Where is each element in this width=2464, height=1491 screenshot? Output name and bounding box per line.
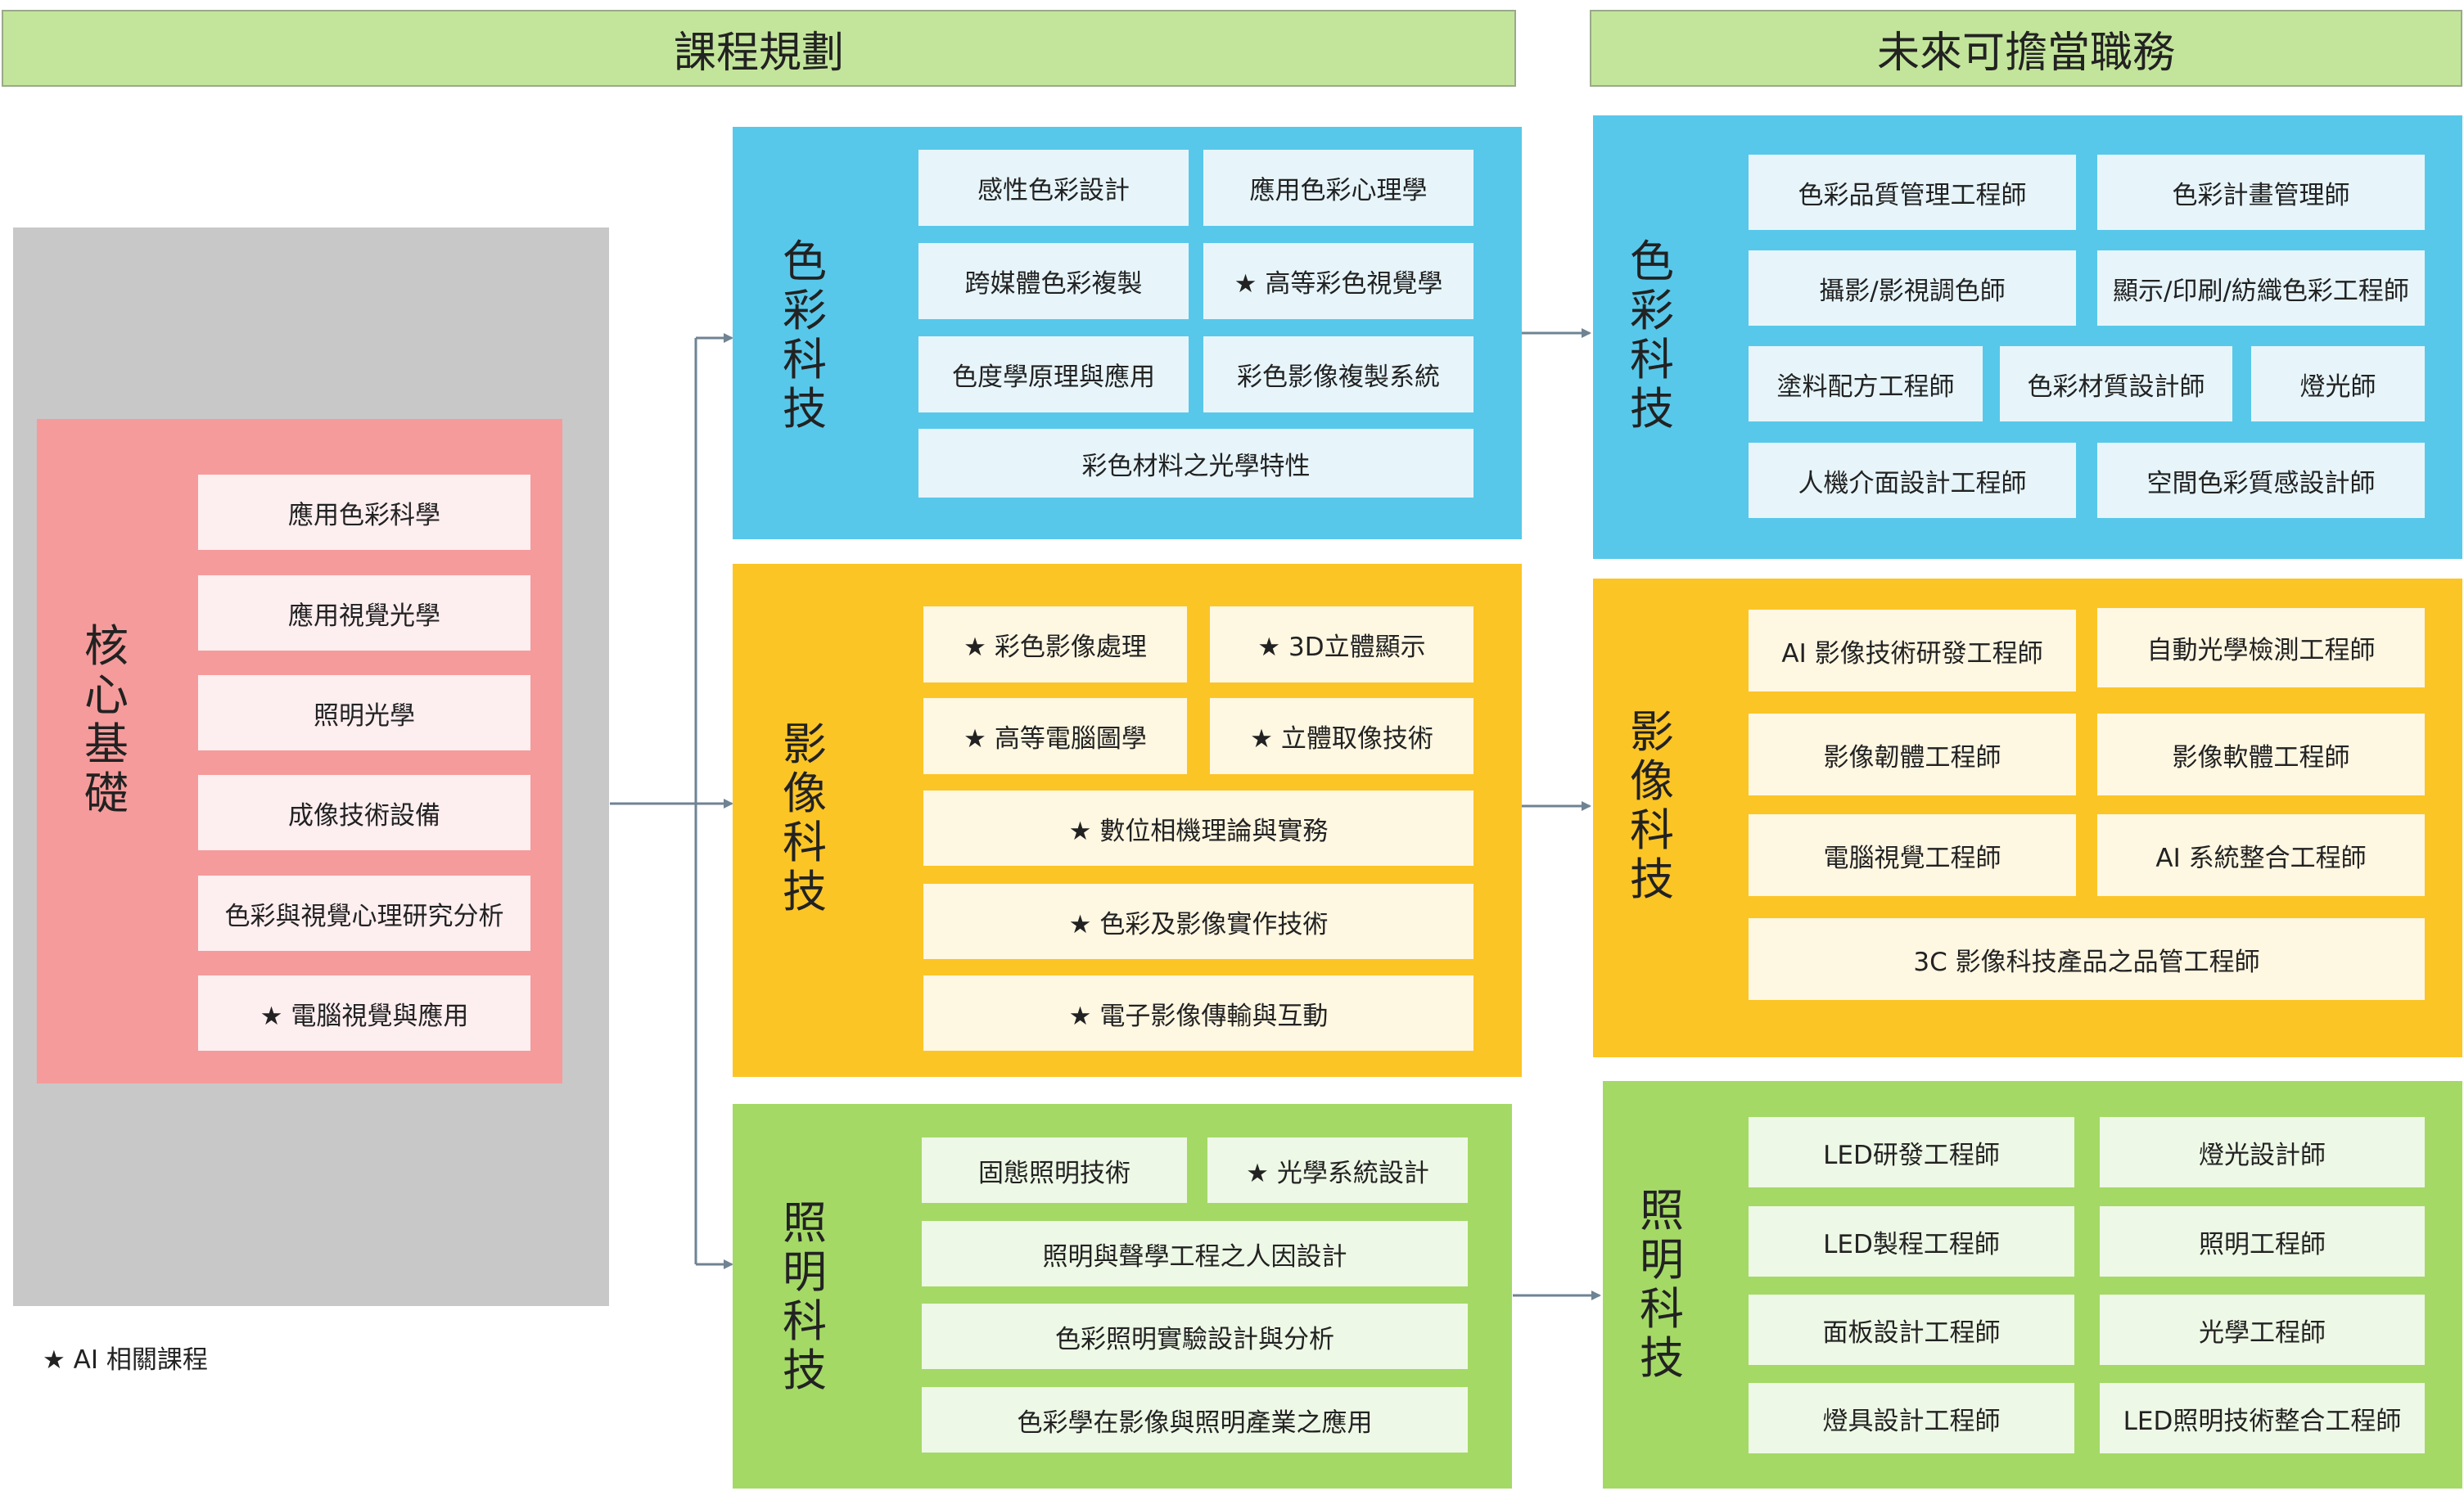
color-course: 彩色材料之光學特性 [918,429,1473,498]
imaging-course: ★ 電子影像傳輸與互動 [923,975,1473,1051]
imaging-career: 3C 影像科技產品之品管工程師 [1749,918,2425,1000]
imaging-tech-title: 影像科技 [783,718,827,917]
color-course: 彩色影像複製系統 [1203,336,1473,412]
color-course: 感性色彩設計 [918,150,1189,226]
lighting-course: 色彩學在影像與照明產業之應用 [922,1387,1468,1453]
imaging-course: ★ 3D立體顯示 [1210,606,1473,682]
careers-header: 未來可擔當職務 [1590,10,2462,87]
core-course: 成像技術設備 [198,775,530,850]
lighting-tech-title: 照明科技 [783,1197,827,1396]
imaging-careers-title: 影像科技 [1630,706,1674,905]
ai-course-legend: ★ AI 相關課程 [43,1345,208,1375]
imaging-career: 自動光學檢測工程師 [2097,608,2425,687]
lighting-career: 面板設計工程師 [1749,1295,2074,1365]
curriculum-header-text: 課程規劃 [673,28,844,78]
lighting-career: 燈光設計師 [2100,1117,2425,1187]
lighting-career: LED研發工程師 [1749,1117,2074,1187]
careers-header-text: 未來可擔當職務 [1876,28,2175,78]
lighting-course: ★ 光學系統設計 [1207,1137,1468,1203]
color-career: 色彩計畫管理師 [2097,155,2425,230]
lighting-career: 燈具設計工程師 [1749,1383,2074,1453]
color-career: 色彩品質管理工程師 [1749,155,2076,230]
color-tech-title: 色彩科技 [783,236,827,435]
color-career: 顯示/印刷/紡織色彩工程師 [2097,250,2425,326]
core-course: 照明光學 [198,675,530,750]
color-course: ★ 高等彩色視覺學 [1203,243,1473,319]
lighting-career: 光學工程師 [2100,1295,2425,1365]
color-course: 跨媒體色彩複製 [918,243,1189,319]
imaging-course: ★ 高等電腦圖學 [923,698,1187,774]
color-career: 空間色彩質感設計師 [2097,443,2425,518]
lighting-course: 照明與聲學工程之人因設計 [922,1221,1468,1286]
lighting-career: LED製程工程師 [1749,1206,2074,1277]
color-career: 攝影/影視調色師 [1749,250,2076,326]
imaging-career: 電腦視覺工程師 [1749,814,2076,896]
color-career: 燈光師 [2251,346,2425,421]
color-career: 人機介面設計工程師 [1749,443,2076,518]
color-career: 色彩材質設計師 [2000,346,2232,421]
imaging-course: ★ 數位相機理論與實務 [923,791,1473,866]
imaging-career: AI 系統整合工程師 [2097,814,2425,896]
color-course: 應用色彩心理學 [1203,150,1473,226]
core-course: 色彩與視覺心理研究分析 [198,876,530,951]
core-course: 應用色彩科學 [198,475,530,550]
lighting-course: 色彩照明實驗設計與分析 [922,1304,1468,1369]
color-course: 色度學原理與應用 [918,336,1189,412]
core-course: ★ 電腦視覺與應用 [198,975,530,1051]
lighting-course: 固態照明技術 [922,1137,1187,1203]
imaging-career: AI 影像技術研發工程師 [1749,610,2076,691]
lighting-careers-title: 照明科技 [1640,1185,1684,1384]
imaging-career: 影像韌體工程師 [1749,714,2076,795]
lighting-career: LED照明技術整合工程師 [2100,1383,2425,1453]
core-title: 核心基礎 [84,620,129,819]
imaging-course: ★ 立體取像技術 [1210,698,1473,774]
lighting-career: 照明工程師 [2100,1206,2425,1277]
color-careers-title: 色彩科技 [1630,236,1674,435]
color-career: 塗料配方工程師 [1749,346,1983,421]
core-course: 應用視覺光學 [198,575,530,651]
curriculum-header: 課程規劃 [2,10,1516,87]
imaging-course: ★ 彩色影像處理 [923,606,1187,682]
imaging-course: ★ 色彩及影像實作技術 [923,884,1473,959]
imaging-career: 影像軟體工程師 [2097,714,2425,795]
